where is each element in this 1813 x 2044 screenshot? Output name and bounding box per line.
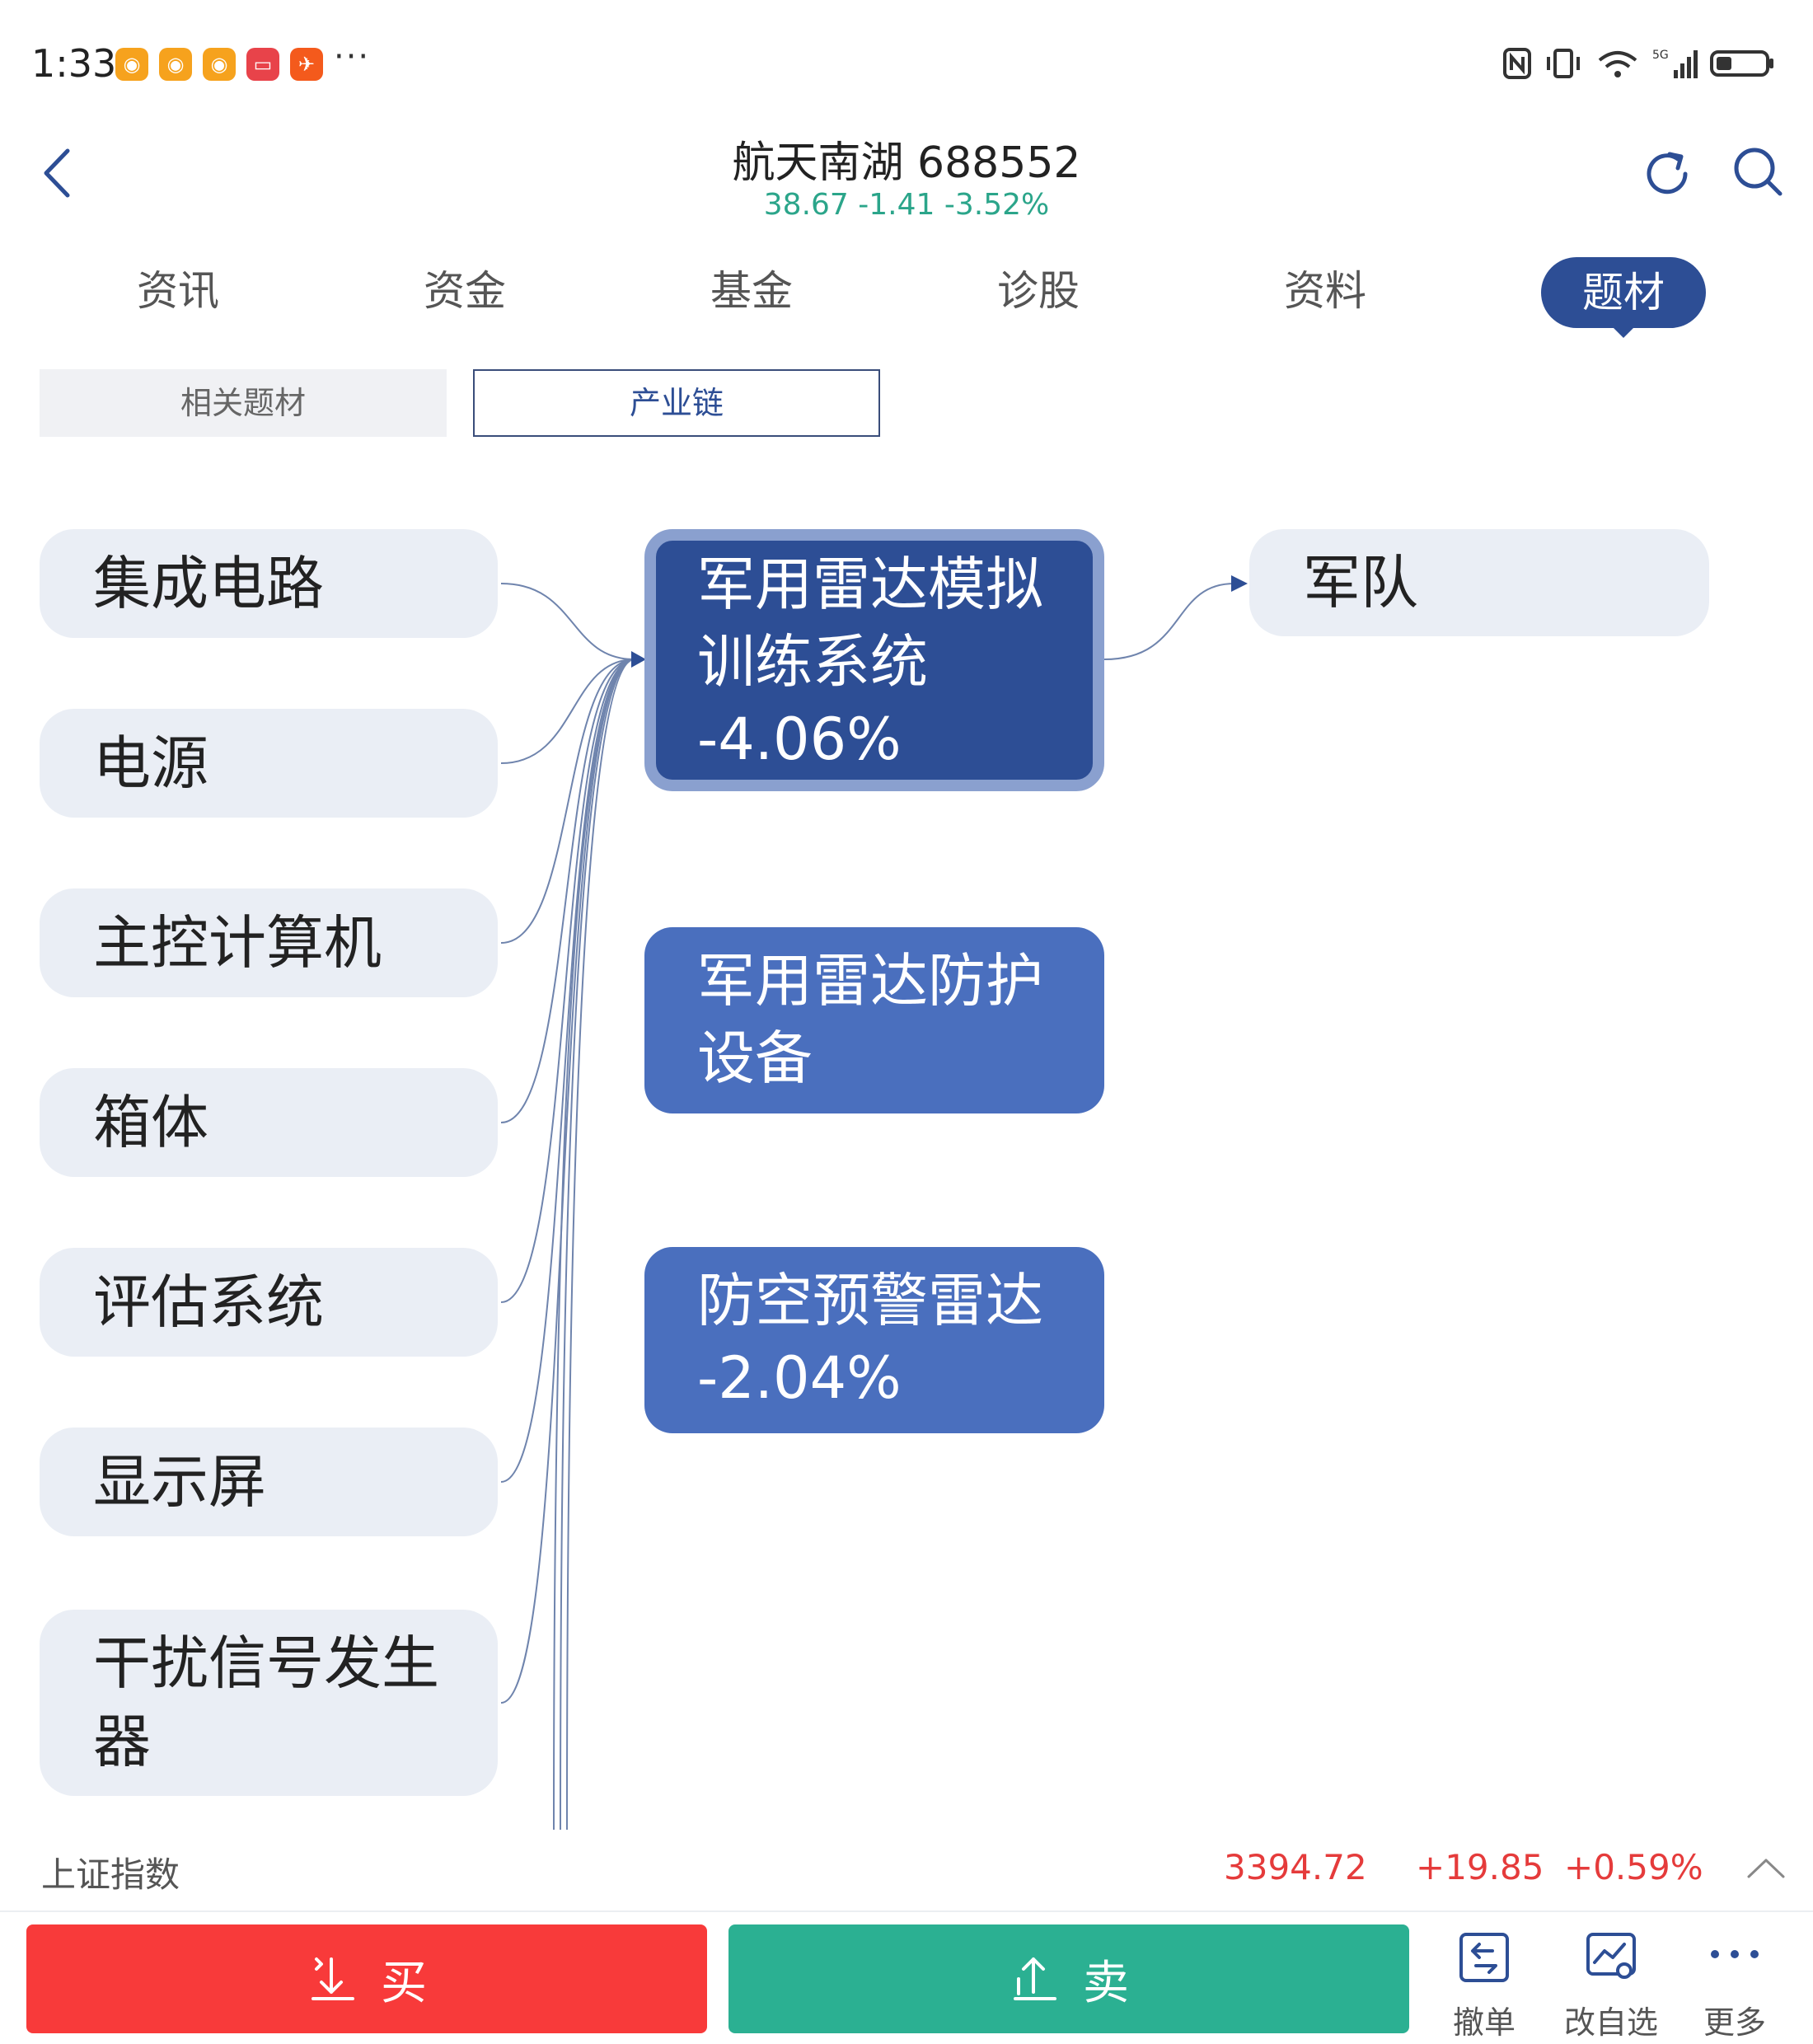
signal-icon: 5G: [1652, 49, 1698, 78]
search-icon: [1734, 148, 1783, 196]
product-change: -2.04%: [697, 1344, 902, 1412]
upstream-node[interactable]: 电源: [40, 709, 498, 818]
downstream-node[interactable]: 军队: [1249, 529, 1709, 636]
product-node-selected[interactable]: 军用雷达模拟训练系统 -4.06%: [644, 529, 1104, 791]
more-label: 更多: [1703, 2004, 1766, 2041]
product-name: 防空预警雷达: [697, 1267, 1043, 1334]
index-name: 上证指数: [41, 1854, 180, 1895]
status-bar: 1:33 ◉ ◉ ◉ ▭ ✈ ··· 5G: [0, 0, 1813, 115]
cancel-order-label: 撤单: [1452, 2004, 1516, 2041]
stock-title: 航天南湖 688552: [732, 138, 1081, 188]
tab-themes[interactable]: 题材: [1541, 257, 1706, 328]
edit-watchlist-button[interactable]: 改自选: [1558, 1924, 1665, 2041]
product-node[interactable]: 防空预警雷达 -2.04%: [644, 1247, 1104, 1433]
index-ticker-bar[interactable]: 上证指数 3394.72 +19.85 +0.59%: [0, 1834, 1813, 1912]
nfc-icon: [1503, 48, 1531, 79]
subtab-related-themes[interactable]: 相关题材: [40, 369, 447, 437]
status-more-icon: ···: [334, 38, 371, 76]
upstream-node[interactable]: 集成电路: [40, 529, 498, 638]
product-name: 军用雷达防护设备: [697, 947, 1043, 1092]
product-change: -4.06%: [697, 706, 902, 773]
upstream-node[interactable]: 评估系统: [40, 1248, 498, 1357]
index-change: +19.85: [1416, 1847, 1544, 1887]
sell-label: 卖: [1083, 1956, 1129, 2010]
chevron-up-icon[interactable]: [1745, 1855, 1787, 1880]
vibrate-icon: [1547, 49, 1580, 78]
wifi-icon: [1598, 51, 1637, 77]
index-change-percent: +0.59%: [1564, 1847, 1703, 1887]
refresh-icon: [1647, 152, 1688, 195]
upstream-node[interactable]: 箱体: [40, 1068, 498, 1177]
app-icon: ✈: [290, 48, 323, 81]
product-node[interactable]: 军用雷达防护设备: [644, 927, 1104, 1113]
search-button[interactable]: [1731, 144, 1785, 199]
huawei-mall-icon: ▭: [246, 48, 279, 81]
svg-text:5G: 5G: [1652, 49, 1669, 62]
tab-funds-flow[interactable]: 资金: [424, 267, 506, 315]
subtab-industry-chain[interactable]: 产业链: [473, 369, 880, 437]
upstream-node[interactable]: 主控计算机: [40, 888, 498, 997]
edit-watchlist-label: 改自选: [1563, 2004, 1658, 2041]
connector-lines: [500, 575, 1248, 1830]
buy-label: 买: [381, 1956, 427, 2010]
weibo-icon: ◉: [203, 48, 236, 81]
tab-fund[interactable]: 基金: [710, 267, 793, 315]
more-dots-icon: [1711, 1950, 1759, 1958]
more-button[interactable]: 更多: [1681, 1924, 1788, 2041]
buy-button[interactable]: 买: [26, 1924, 707, 2033]
back-button[interactable]: [36, 144, 86, 202]
buy-arrow-icon: [312, 1957, 354, 2000]
weibo-icon: ◉: [159, 48, 192, 81]
tab-news[interactable]: 资讯: [137, 267, 219, 315]
industry-chain-graph: 集成电路 电源 主控计算机 箱体 评估系统 显示屏 干扰信号发生器 军用雷达模拟…: [0, 462, 1813, 1830]
tab-diagnosis[interactable]: 诊股: [997, 267, 1080, 315]
cancel-order-button[interactable]: 撤单: [1431, 1924, 1538, 2041]
status-time: 1:33: [31, 41, 117, 86]
refresh-button[interactable]: [1640, 147, 1694, 201]
tab-profile[interactable]: 资料: [1284, 267, 1366, 315]
chevron-left-icon: [44, 148, 70, 198]
status-indicators: 5G: [1502, 43, 1776, 84]
watchlist-chart-icon: [1586, 1933, 1636, 1979]
stock-quote: 38.67 -1.41 -3.52%: [763, 188, 1050, 222]
index-value: 3394.72: [1224, 1847, 1367, 1887]
sell-button[interactable]: 卖: [728, 1924, 1409, 2033]
sell-arrow-icon: [1014, 1957, 1056, 2000]
active-tab-indicator: [1612, 326, 1635, 338]
upstream-node[interactable]: 显示屏: [40, 1428, 498, 1536]
weibo-icon: ◉: [115, 48, 148, 81]
product-name: 军用雷达模拟训练系统: [697, 551, 1043, 696]
cancel-order-icon: [1459, 1933, 1509, 1982]
battery-icon: [1710, 50, 1773, 77]
upstream-node[interactable]: 干扰信号发生器: [40, 1610, 498, 1796]
